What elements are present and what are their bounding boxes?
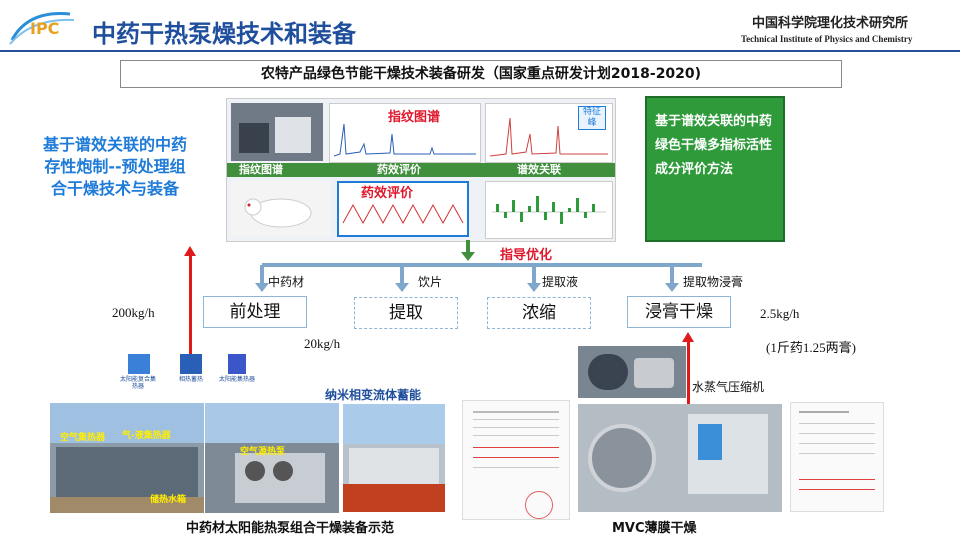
input-label-extract-liquid: 提取液: [542, 275, 579, 289]
efficacy-chart-image: 药效评价: [337, 181, 469, 237]
peak-chart-image: 特征峰: [485, 103, 613, 163]
fingerprint-chart-image: 指纹图谱: [329, 103, 481, 163]
project-subtitle: 农特产品绿色节能干燥技术装备研发（国家重点研发计划2018-2020): [120, 60, 842, 88]
heat-storage-icon: [180, 354, 202, 374]
process-extraction: 提取: [354, 297, 458, 329]
icon-caption-1: 太阳能复合集热器: [119, 376, 156, 390]
guide-arrow-head: [461, 252, 475, 261]
guide-optimize-label: 指导优化: [500, 248, 553, 263]
ratio-note: (1斤药1.25两膏): [766, 340, 856, 355]
evaluation-method-box: 基于谱效关联的中药绿色干燥多指标活性成分评价方法: [645, 96, 785, 242]
process-concentration: 浓缩: [487, 297, 591, 329]
nano-storage-photo: [343, 404, 445, 512]
flow-arrow-head-1: [255, 283, 269, 292]
capacity-mid: 20kg/h: [304, 336, 341, 351]
logo-text: IPC: [30, 19, 59, 38]
flow-arrow-stem-4: [670, 265, 674, 283]
lab-instrument-photo: [231, 103, 323, 161]
institute-name-cn: 中国科学院理化技术研究所: [752, 16, 909, 31]
tag-gas-liquid-collector: 气-液集热器: [122, 431, 171, 441]
caption-mvc-film-drying: MVC薄膜干燥: [612, 521, 697, 536]
efficacy-label: 药效评价: [359, 183, 416, 201]
header-divider: [0, 50, 960, 52]
capacity-right: 2.5kg/h: [760, 306, 800, 321]
capacity-left: 200kg/h: [112, 305, 155, 320]
institute-name-en: Technical Institute of Physics and Chemi…: [741, 34, 913, 44]
input-label-herbs: 中药材: [268, 275, 305, 289]
flow-arrow-stem-3: [532, 265, 536, 283]
input-label-extract-paste: 提取物浸膏: [683, 275, 744, 289]
spectrum-efficacy-composite: 指纹图谱 特征峰 指纹图谱 药效评价 谱效关联 药效评价: [226, 98, 616, 242]
band-label-efficacy: 药效评价: [377, 163, 421, 176]
band-label-fingerprint: 指纹图谱: [239, 163, 283, 176]
process-paste-drying: 浸膏干燥: [627, 296, 731, 328]
mouse-photo: [231, 181, 331, 237]
report-document-image: [462, 400, 570, 520]
composite-band: 指纹图谱 药效评价 谱效关联: [227, 163, 615, 177]
ipc-logo: IPC: [8, 6, 78, 46]
tag-air-source-heat-pump: 空气源热泵: [240, 447, 286, 457]
solar-dryer-photo-2: [205, 403, 339, 513]
left-description: 基于谱效关联的中药存性炮制--预处理组合干燥技术与装备: [42, 135, 187, 198]
process-pretreatment: 前处理: [203, 296, 307, 328]
compressor-photo: [578, 346, 686, 398]
red-arrow-right-head: [682, 332, 694, 342]
red-arrow-right-stem: [687, 340, 690, 404]
tag-air-collector: 空气集热器: [60, 433, 106, 443]
red-arrow-left-head: [184, 246, 196, 256]
flow-arrow-head-2: [395, 283, 409, 292]
solar-collector-icon: [128, 354, 150, 374]
peak-label: 特征峰: [578, 106, 606, 130]
red-arrow-left-stem: [189, 254, 192, 370]
fingerprint-label: 指纹图谱: [386, 106, 443, 125]
icon-caption-2: 相热蓄热: [178, 376, 203, 383]
solar-dryer-photo-1: [50, 403, 204, 513]
certificate-document-image: [790, 402, 884, 512]
icon-caption-3: 太阳能集热器: [218, 376, 255, 383]
nano-phase-change-label: 纳米相变流体蓄能: [325, 388, 422, 402]
mvc-dryer-photo: [578, 404, 782, 512]
flow-arrow-head-4: [665, 283, 679, 292]
input-label-slices: 饮片: [418, 275, 443, 289]
flow-horizontal-line: [262, 263, 702, 267]
flow-arrow-stem-2: [400, 265, 404, 283]
flow-arrow-head-3: [527, 283, 541, 292]
compressor-label: 水蒸气压缩机: [692, 380, 765, 394]
solar-panel-icon: [228, 354, 246, 374]
tag-heat-storage-tank: 储热水箱: [150, 495, 187, 505]
page-title: 中药干热泵燥技术和装备: [92, 20, 356, 48]
correlation-chart-image: [485, 181, 613, 239]
flow-arrow-stem-1: [260, 265, 264, 283]
caption-solar-heat-pump: 中药材太阳能热泵组合干燥装备示范: [186, 521, 395, 536]
band-label-correlation: 谱效关联: [517, 163, 561, 176]
guide-arrow-stem: [466, 240, 470, 254]
